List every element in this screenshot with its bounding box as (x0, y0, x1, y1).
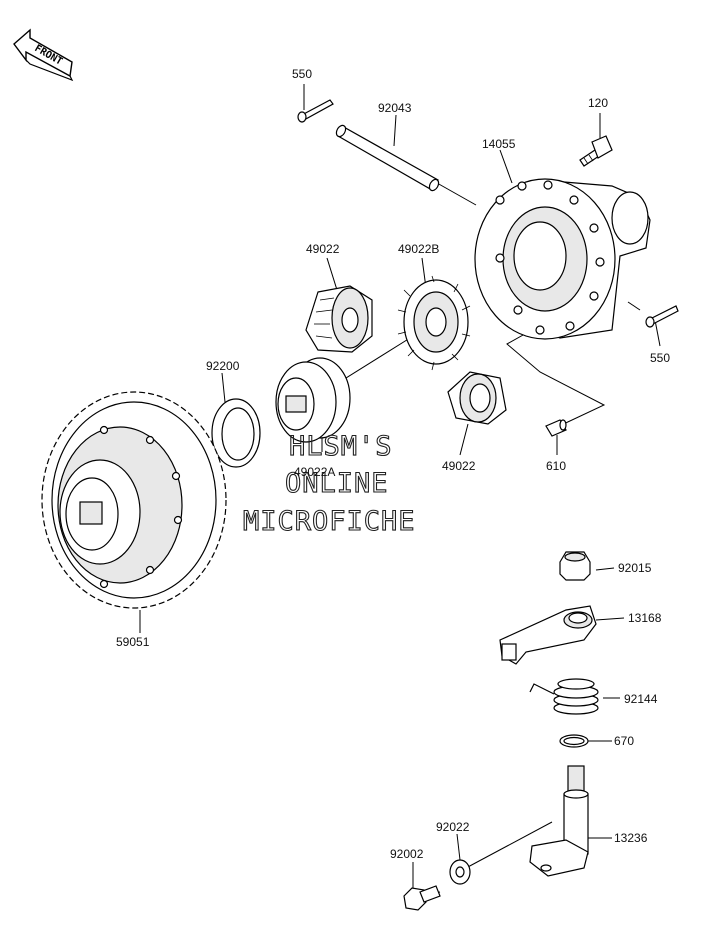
part-label-49022A[interactable]: 49022A (294, 465, 335, 479)
part-label-49022-upper[interactable]: 49022 (306, 242, 340, 256)
pinion-gear-49022-lower (447, 371, 507, 425)
part-label-49022B[interactable]: 49022B (398, 242, 439, 256)
part-label-59051[interactable]: 59051 (116, 635, 150, 649)
spring-92144 (529, 678, 599, 715)
shaft-13236 (529, 765, 589, 877)
pinion-gear-49022-upper (305, 285, 373, 353)
bolt-120 (579, 135, 613, 167)
side-gear-49022A (275, 357, 351, 443)
part-label-92015[interactable]: 92015 (618, 561, 652, 575)
part-label-550-top[interactable]: 550 (292, 67, 312, 81)
differential-case-14055 (474, 178, 651, 340)
part-label-92200[interactable]: 92200 (206, 359, 240, 373)
part-label-13236[interactable]: 13236 (614, 831, 648, 845)
leader-lines (139, 84, 661, 897)
cotter-pin-550-top (297, 99, 334, 123)
part-label-49022-lower[interactable]: 49022 (442, 459, 476, 473)
part-label-92144[interactable]: 92144 (624, 692, 658, 706)
bolt-92002 (403, 885, 441, 911)
part-label-13168[interactable]: 13168 (628, 611, 662, 625)
side-gear-49022B (397, 275, 471, 371)
watermark-line2: ONLINE (285, 468, 389, 499)
shaft-92043 (335, 124, 440, 192)
part-label-92043[interactable]: 92043 (378, 101, 412, 115)
part-label-550-right[interactable]: 550 (650, 351, 670, 365)
part-label-610[interactable]: 610 (546, 459, 566, 473)
watermark-line3: MICROFICHE (243, 506, 416, 537)
front-arrow-icon: FRONT (13, 28, 74, 82)
part-label-92002[interactable]: 92002 (390, 847, 424, 861)
nut-92015 (559, 551, 591, 581)
part-label-120[interactable]: 120 (588, 96, 608, 110)
washer-92200 (211, 398, 261, 468)
washer-92022 (449, 859, 471, 885)
part-labels: 550 92043 120 14055 49022 49022B 550 922… (116, 67, 670, 861)
cotter-pin-550-right (645, 305, 679, 328)
lever-13168 (499, 605, 597, 665)
part-label-14055[interactable]: 14055 (482, 137, 516, 151)
watermark: HLSM'S ONLINE MICROFICHE (242, 430, 416, 537)
circlip-670 (559, 734, 589, 748)
watermark-line1: HLSM'S (289, 431, 393, 462)
part-label-92022[interactable]: 92022 (436, 820, 470, 834)
pin-610 (545, 419, 567, 437)
ring-gear-59051 (41, 391, 227, 609)
part-label-670[interactable]: 670 (614, 734, 634, 748)
